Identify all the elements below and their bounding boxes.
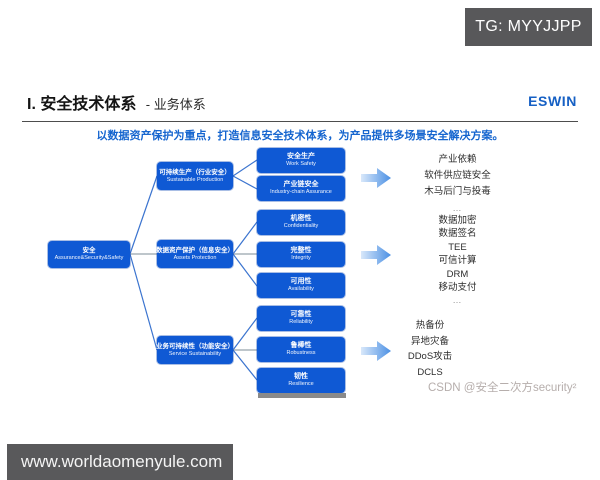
node-label-zh: 机密性: [290, 214, 312, 222]
node-label-en: Robustness: [286, 350, 316, 357]
node-work-safety: 安全生产 Work Safety: [257, 148, 345, 173]
node-resilience: 韧性 Resilience: [257, 368, 345, 393]
page-title-main: I. 安全技术体系: [27, 96, 137, 113]
list-item: DDoS攻击: [407, 351, 453, 362]
arrow-right-icon: [361, 341, 391, 361]
node-sustainable-production: 可持续生产（行业安全） Sustainable Production: [157, 162, 233, 190]
node-label-zh: 可靠性: [290, 310, 312, 318]
node-label-zh: 完整性: [290, 246, 312, 254]
tg-badge: TG: MYYJJPP: [465, 8, 592, 46]
node-label-zh: 安全: [82, 247, 96, 254]
node-service-sustainability: 业务可持续性（功能安全） Service Sustainability: [156, 336, 234, 364]
node-integrity: 完整性 Integrity: [257, 242, 345, 267]
topic-list-resilience: 热备份 异地灾备 DDoS攻击 DCLS: [390, 318, 470, 380]
node-root-security: 安全 Assurance&Security&Safety: [48, 241, 130, 268]
list-item: 产业依赖: [438, 154, 477, 165]
list-item: 木马后门与投毒: [424, 186, 491, 197]
slogan-text: 以数据资产保护为重点，打造信息安全技术体系，为产品提供多场景安全解决方案。: [96, 130, 504, 142]
header-divider: [22, 121, 578, 122]
list-item: 数据加密: [438, 215, 477, 226]
node-label-en: Confidentiality: [283, 223, 319, 230]
node-assets-protection: 数据资产保护（信息安全） Assets Protection: [156, 240, 234, 268]
list-item: DRM: [446, 268, 469, 280]
node-robustness: 鲁棒性 Robustness: [257, 337, 345, 362]
list-item: DCLS: [417, 366, 443, 378]
node-label-zh: 可持续生产（行业安全）: [159, 168, 231, 176]
site-watermark-badge: www.worldaomenyule.com: [7, 444, 233, 480]
node-label-en: Availability: [288, 286, 314, 293]
node-label-en: Assurance&Security&Safety: [54, 255, 124, 262]
node-label-en: Resilience: [288, 381, 314, 388]
cropped-node-strip: [258, 393, 346, 398]
list-item: 软件供应链安全: [424, 170, 491, 181]
topic-list-data-security: 数据加密 数据签名 TEE 可信计算 DRM 移动支付 …: [400, 214, 515, 308]
list-ellipsis: …: [452, 203, 463, 213]
list-item: 异地灾备: [410, 335, 449, 347]
list-item: TEE: [448, 241, 467, 253]
node-label-en: Sustainable Production: [166, 176, 224, 183]
eswin-logo: ESWIN: [528, 93, 577, 109]
node-label-zh: 产业链安全: [283, 180, 319, 188]
page-title-sub: - 业务体系: [145, 97, 206, 112]
arrow-right-icon: [361, 245, 391, 265]
node-label-zh: 业务可持续性（功能安全）: [156, 342, 234, 350]
node-label-en: Service Sustainability: [168, 350, 222, 357]
node-label-en: Assets Protection: [173, 254, 217, 261]
node-label-en: Industry-chain Assurance: [270, 189, 332, 196]
node-confidentiality: 机密性 Confidentiality: [257, 210, 345, 235]
node-label-en: Work Safety: [286, 161, 316, 168]
node-label-en: Integrity: [291, 255, 311, 262]
csdn-watermark: CSDN @安全二次方security²: [428, 382, 577, 394]
node-reliability: 可靠性 Reliability: [257, 306, 345, 331]
list-ellipsis: …: [452, 295, 463, 306]
list-item: 热备份: [415, 320, 445, 331]
topic-list-industry: 产业依赖 软件供应链安全 木马后门与投毒 …: [400, 152, 515, 216]
node-label-en: Reliability: [289, 319, 313, 326]
node-availability: 可用性 Availability: [257, 273, 345, 298]
node-label-zh: 鲁棒性: [290, 341, 312, 349]
list-item: 可信计算: [438, 255, 477, 267]
arrow-right-icon: [361, 168, 391, 188]
node-label-zh: 安全生产: [287, 152, 315, 160]
node-label-zh: 数据资产保护（信息安全）: [156, 246, 234, 254]
list-item: 移动支付: [438, 282, 477, 294]
list-item: 数据签名: [438, 228, 477, 240]
node-industry-chain-assurance: 产业链安全 Industry-chain Assurance: [257, 176, 345, 201]
page-title: I. 安全技术体系 - 业务体系: [27, 90, 206, 114]
node-label-zh: 可用性: [290, 277, 312, 285]
node-label-zh: 韧性: [294, 372, 308, 380]
